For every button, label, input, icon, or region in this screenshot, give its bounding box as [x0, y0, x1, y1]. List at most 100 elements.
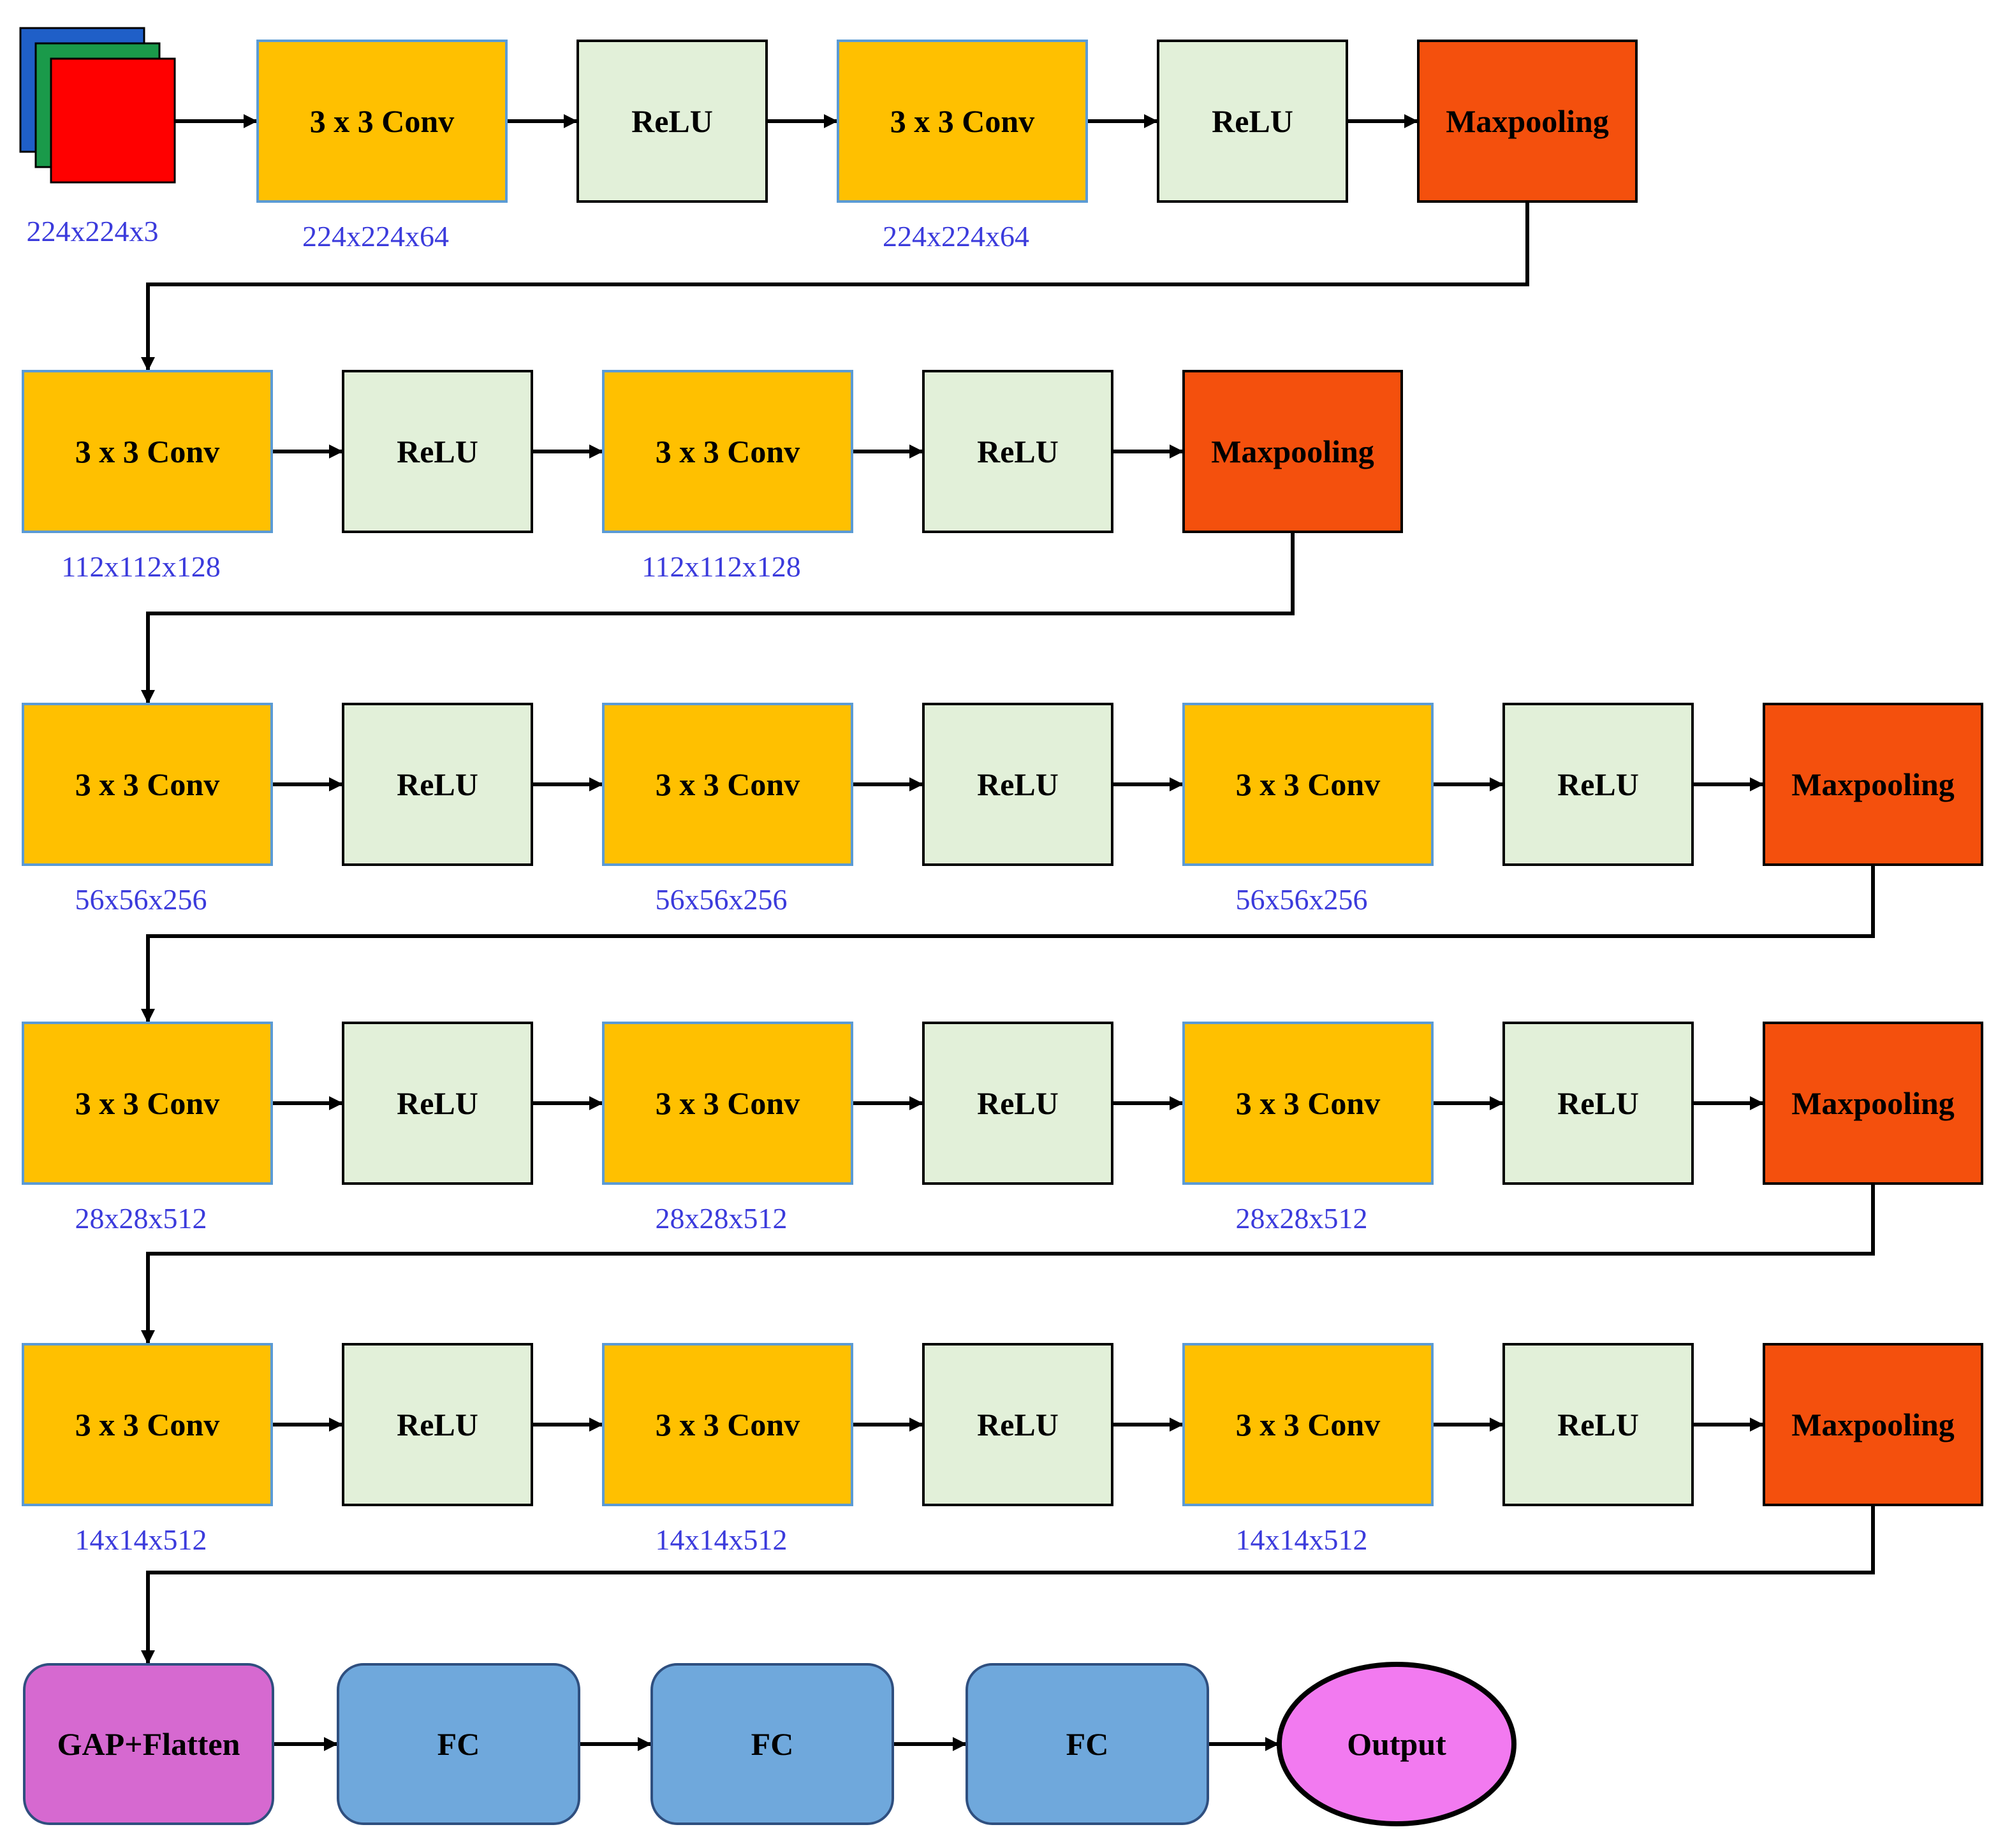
relu-box: [922, 1022, 1113, 1185]
input-channel-3: [50, 57, 176, 184]
pool-box: [1417, 40, 1638, 203]
dim-label: 56x56x256: [1236, 883, 1368, 916]
pool-block: Maxpooling: [1417, 40, 1638, 203]
pool-box: [1763, 1022, 1983, 1185]
pool-block: Maxpooling: [1763, 1343, 1983, 1506]
dim-label: 28x28x512: [75, 1202, 207, 1235]
relu-block: ReLU: [1502, 703, 1694, 866]
relu-label: ReLU: [631, 103, 713, 139]
dim-label: 28x28x512: [656, 1202, 788, 1235]
conv-label: 3 x 3 Conv: [75, 434, 219, 469]
relu-label: ReLU: [1557, 766, 1639, 802]
relu-box: [1502, 1022, 1694, 1185]
input-dim-label: 224x224x3: [27, 215, 159, 247]
conv-block: 3 x 3 Conv 56x56x256: [1182, 703, 1434, 916]
relu-box: [922, 703, 1113, 866]
conv-box: [837, 40, 1088, 203]
conv-box: [1182, 1022, 1434, 1185]
conv-label: 3 x 3 Conv: [656, 766, 800, 802]
gap-label: GAP+Flatten: [57, 1726, 240, 1762]
conv-label: 3 x 3 Conv: [656, 1085, 800, 1121]
conv-box: [22, 1343, 273, 1506]
conv-block: 3 x 3 Conv 112x112x128: [602, 370, 853, 583]
dim-label: 112x112x128: [642, 550, 801, 583]
conv-label: 3 x 3 Conv: [310, 103, 454, 139]
pool-block: Maxpooling: [1182, 370, 1403, 533]
conv-box: [22, 703, 273, 866]
dim-label: 112x112x128: [61, 550, 221, 583]
conv-block: 3 x 3 Conv 28x28x512: [602, 1022, 853, 1235]
conv-label: 3 x 3 Conv: [75, 766, 219, 802]
conv-block: 3 x 3 Conv 56x56x256: [602, 703, 853, 916]
fc-block: FC: [650, 1663, 894, 1825]
relu-label: ReLU: [397, 1407, 478, 1442]
pool-label: Maxpooling: [1791, 1407, 1955, 1442]
connector-layer: [141, 114, 1875, 1751]
pool-block: Maxpooling: [1763, 1022, 1983, 1185]
row-connector-arrow: [141, 865, 1875, 1023]
dim-label: 28x28x512: [1236, 1202, 1368, 1235]
pool-block: Maxpooling: [1763, 703, 1983, 866]
relu-label: ReLU: [977, 1407, 1059, 1442]
relu-label: ReLU: [977, 766, 1059, 802]
fc-label: FC: [437, 1726, 480, 1762]
relu-box: [342, 370, 533, 533]
gap-box: [23, 1663, 274, 1825]
pool-box: [1182, 370, 1403, 533]
conv-label: 3 x 3 Conv: [75, 1085, 219, 1121]
output-ellipse: [1277, 1662, 1516, 1826]
relu-label: ReLU: [1212, 103, 1293, 139]
conv-label: 3 x 3 Conv: [1236, 1085, 1380, 1121]
input-image-stack: [19, 27, 176, 184]
conv-label: 3 x 3 Conv: [1236, 1407, 1380, 1442]
conv-box: [22, 370, 273, 533]
conv-box: [602, 1022, 853, 1185]
pool-label: Maxpooling: [1211, 434, 1374, 469]
conv-box: [256, 40, 508, 203]
dim-label: 56x56x256: [656, 883, 788, 916]
conv-block: 3 x 3 Conv 14x14x512: [602, 1343, 853, 1556]
conv-label: 3 x 3 Conv: [1236, 766, 1380, 802]
output-label: Output: [1347, 1726, 1446, 1762]
relu-label: ReLU: [397, 434, 478, 469]
fc-box: [650, 1663, 894, 1825]
conv-label: 3 x 3 Conv: [890, 103, 1034, 139]
relu-block: ReLU: [342, 1022, 533, 1185]
relu-label: ReLU: [977, 1085, 1059, 1121]
relu-block: ReLU: [922, 370, 1113, 533]
row-connector-arrow: [141, 1505, 1875, 1664]
conv-label: 3 x 3 Conv: [656, 434, 800, 469]
relu-box: [922, 370, 1113, 533]
fc-block: FC: [966, 1663, 1209, 1825]
conv-label: 3 x 3 Conv: [656, 1407, 800, 1442]
conv-block: 3 x 3 Conv 112x112x128: [22, 370, 273, 583]
fc-block: FC: [337, 1663, 580, 1825]
dim-label: 14x14x512: [656, 1523, 788, 1556]
pool-label: Maxpooling: [1791, 766, 1955, 802]
relu-box: [342, 1022, 533, 1185]
conv-block: 3 x 3 Conv 224x224x64: [256, 40, 508, 253]
conv-box: [1182, 703, 1434, 866]
pool-box: [1763, 1343, 1983, 1506]
conv-box: [602, 1343, 853, 1506]
conv-block: 3 x 3 Conv 56x56x256: [22, 703, 273, 916]
pool-label: Maxpooling: [1446, 103, 1609, 139]
relu-block: ReLU: [922, 1022, 1113, 1185]
row-connector-arrow: [141, 532, 1295, 704]
relu-label: ReLU: [397, 766, 478, 802]
dim-label: 224x224x64: [302, 220, 449, 253]
relu-label: ReLU: [397, 1085, 478, 1121]
relu-block: ReLU: [922, 703, 1113, 866]
relu-block: ReLU: [1157, 40, 1348, 203]
conv-block: 3 x 3 Conv 224x224x64: [837, 40, 1088, 253]
relu-box: [1502, 1343, 1694, 1506]
dim-label: 56x56x256: [75, 883, 207, 916]
relu-box: [1502, 703, 1694, 866]
conv-box: [602, 703, 853, 866]
relu-box: [922, 1343, 1113, 1506]
relu-block: ReLU: [342, 370, 533, 533]
dim-label: 224x224x64: [883, 220, 1029, 253]
